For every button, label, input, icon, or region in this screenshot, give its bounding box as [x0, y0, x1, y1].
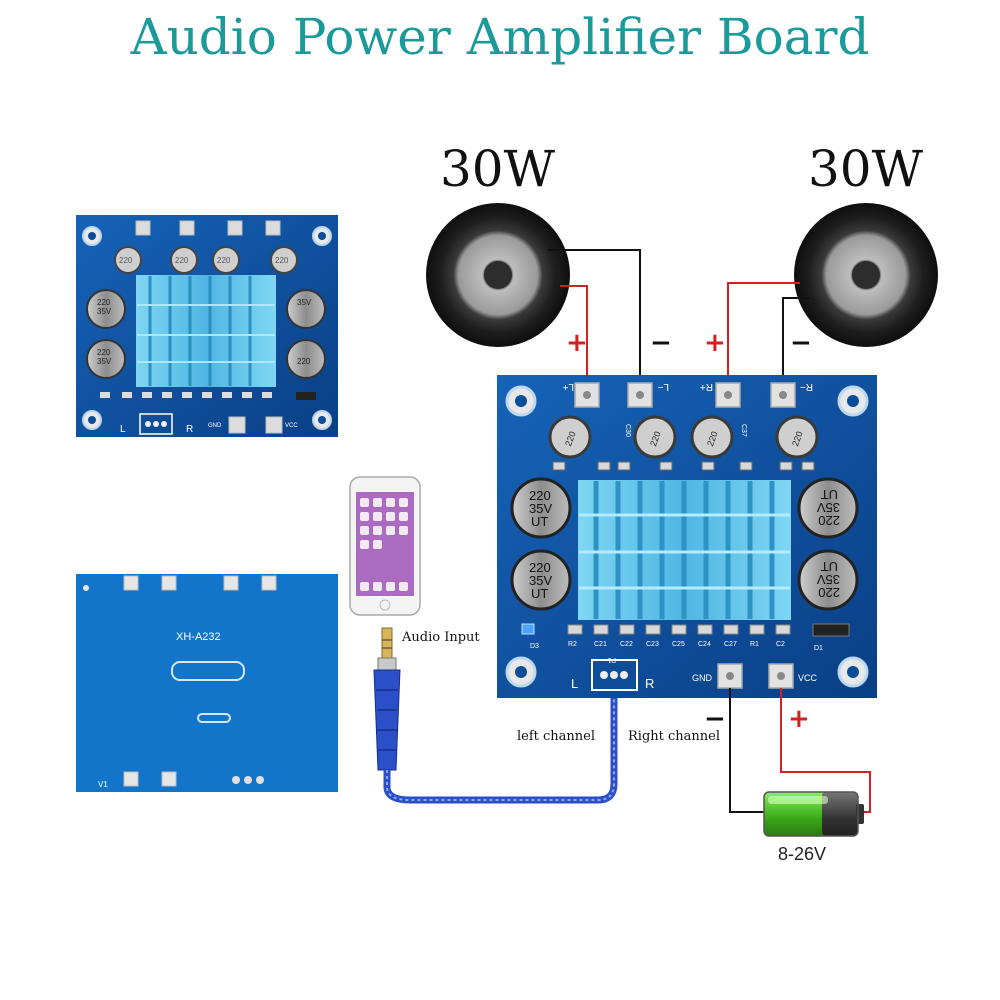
smd-component [671, 624, 687, 635]
svg-text:220: 220 [119, 256, 133, 265]
voltage-label: 8-26V [778, 844, 827, 864]
smd-component [697, 624, 713, 635]
right-speaker [794, 203, 938, 347]
svg-text:220: 220 [175, 256, 189, 265]
right-channel-label: Right channel [628, 729, 720, 744]
gnd-minus-sign: − [704, 704, 726, 734]
audio-input-label: Audio Input [402, 630, 480, 645]
svg-text:220: 220 [97, 348, 111, 357]
smd-component [619, 624, 635, 635]
vcc-plus-sign: + [788, 704, 810, 734]
svg-text:35V: 35V [97, 357, 112, 366]
audio-cable [373, 627, 622, 804]
left-plus-sign: + [566, 328, 588, 358]
svg-text:220: 220 [97, 298, 111, 307]
svg-text:220: 220 [297, 357, 311, 366]
left-speaker [426, 203, 570, 347]
small-board-back: V1 [76, 574, 338, 792]
smd-component [775, 624, 791, 635]
svg-text:R: R [186, 424, 193, 435]
left-channel-label: left channel [517, 729, 596, 744]
power-wires [729, 688, 871, 813]
battery-icon [763, 791, 864, 837]
smd-component [723, 624, 739, 635]
right-speaker-power: 30W [808, 140, 924, 198]
left-speaker-power: 30W [440, 140, 556, 198]
smd-component [593, 624, 609, 635]
left-minus-sign: − [650, 328, 672, 358]
back-v1-label: V1 [98, 780, 108, 789]
smd-component [645, 624, 661, 635]
svg-text:VCC: VCC [285, 423, 298, 429]
main-board [497, 375, 877, 698]
svg-text:220: 220 [275, 256, 289, 265]
svg-text:35V: 35V [297, 298, 312, 307]
speaker-wires [548, 249, 810, 395]
right-plus-sign: + [704, 328, 726, 358]
svg-text:35V: 35V [97, 307, 112, 316]
phone [349, 476, 421, 616]
svg-text:L: L [120, 424, 126, 435]
smd-component [749, 624, 765, 635]
smd-component [567, 624, 583, 635]
right-minus-sign: − [790, 328, 812, 358]
page-title: Audio Power Amplifier Board [130, 8, 870, 66]
svg-text:GND: GND [208, 423, 222, 429]
svg-text:220: 220 [217, 256, 231, 265]
